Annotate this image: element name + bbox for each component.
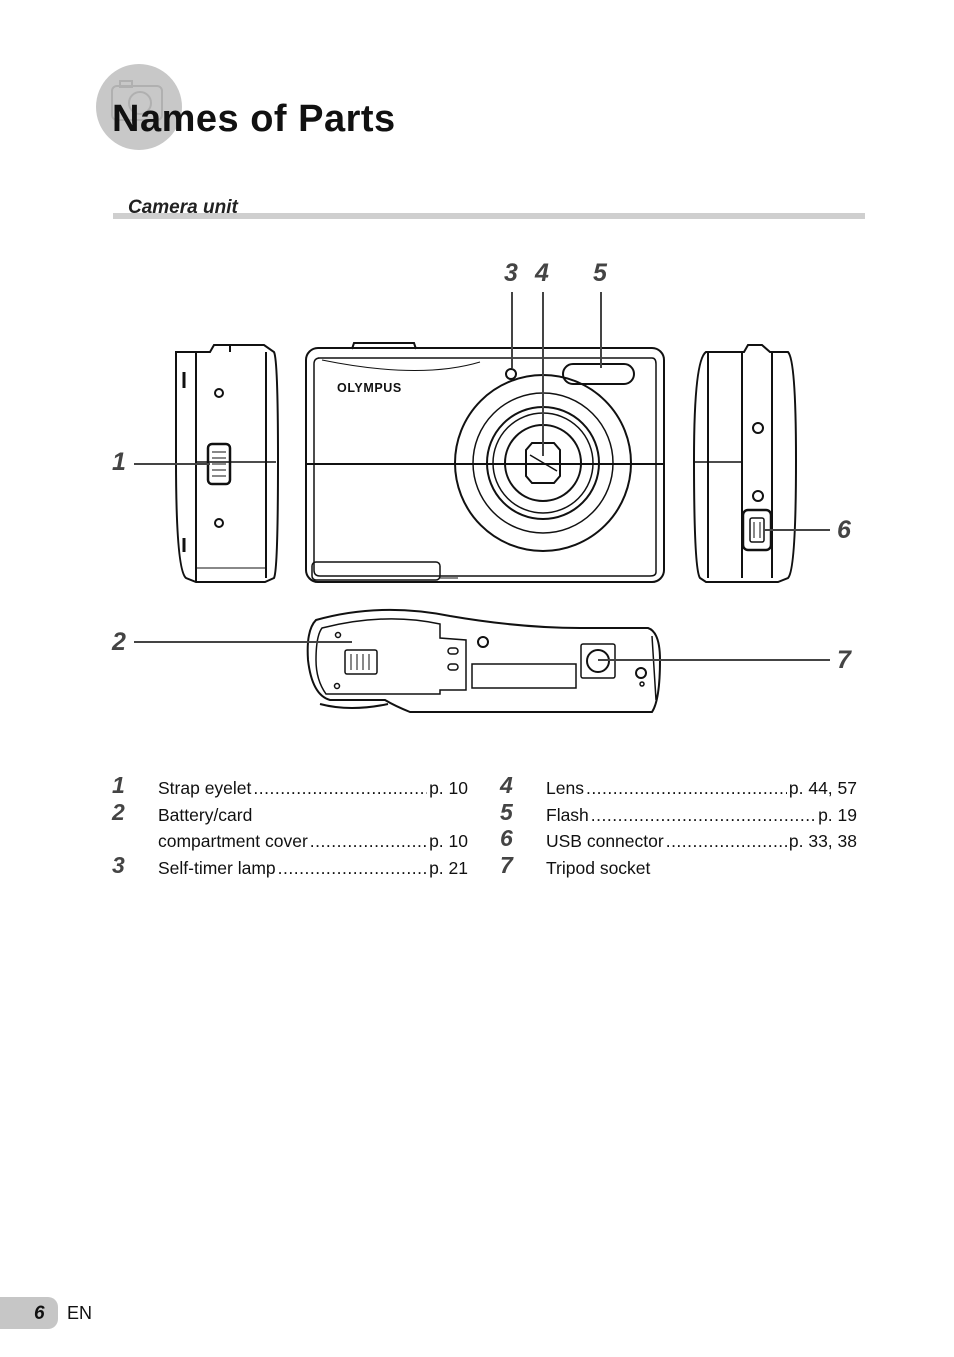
legend-page-ref: p. 10	[429, 831, 468, 851]
section-title: Camera unit	[128, 197, 238, 218]
camera-front-view	[305, 342, 665, 583]
page-title: Names of Parts	[112, 98, 396, 140]
legend-label: Self-timer lamp	[158, 857, 276, 878]
legend-number: 2	[112, 798, 125, 825]
callout-number: 6	[837, 516, 851, 544]
page-number: 6	[34, 1303, 45, 1324]
camera-left-side-view	[175, 344, 280, 583]
legend-item: 7 Tripod socket	[500, 851, 857, 882]
callout-number: 3	[504, 259, 518, 287]
legend-item: 2 Battery/card	[112, 798, 468, 829]
title-block: Names of Parts	[96, 64, 516, 154]
legend-number: 1	[112, 772, 125, 798]
camera-icon	[111, 80, 163, 121]
legend-label: Battery/card	[158, 804, 253, 825]
legend-label: Lens	[546, 778, 584, 798]
callout-number: 1	[112, 448, 126, 476]
legend-item: 1 Strap eyelet p. 10	[112, 772, 468, 802]
section-divider	[113, 213, 865, 219]
legend-page-ref: p. 44, 57	[788, 778, 857, 798]
page-number-tab	[0, 1297, 58, 1329]
legend-page-ref: p. 19	[818, 804, 857, 825]
legend-number: 5	[500, 798, 513, 825]
camera-right-side-view	[692, 344, 798, 583]
callout-number: 5	[593, 259, 607, 287]
legend-label: USB connector	[546, 831, 664, 851]
legend-item: 6 USB connector p. 33, 38	[500, 825, 857, 855]
callout-number: 7	[837, 646, 851, 674]
legend-label: compartment cover	[158, 831, 308, 851]
legend-item: compartment cover p. 10	[112, 828, 468, 855]
legend-number: 4	[500, 772, 513, 798]
brand-logo: OLYMPUS	[337, 381, 402, 395]
legend-item: 4 Lens p. 44, 57	[500, 772, 857, 802]
parts-legend-right: 4 Lens p. 44, 57 5 Flash p. 19 6 USB conne…	[500, 772, 857, 882]
camera-diagram: OLYMPUS	[134, 292, 830, 713]
legend-page-ref: p. 33, 38	[788, 831, 857, 851]
legend-page-ref: p. 21	[429, 857, 468, 878]
callout-lines	[134, 292, 830, 661]
language-code: EN	[67, 1303, 93, 1323]
legend-page-ref: p. 10	[429, 778, 468, 798]
legend-item: 3 Self-timer lamp p. 21	[112, 851, 468, 882]
legend-number: 3	[112, 851, 125, 878]
legend-item: 5 Flash p. 19	[500, 798, 857, 829]
title-badge	[96, 64, 182, 150]
legend-label: Flash	[546, 804, 589, 825]
legend-number: 6	[500, 825, 513, 851]
callout-number: 2	[112, 628, 126, 656]
legend-label: Tripod socket	[546, 857, 651, 878]
camera-bottom-view	[306, 608, 662, 713]
legend-label: Strap eyelet	[158, 778, 252, 798]
parts-legend-left: 1 Strap eyelet p. 10 2 Battery/card compa…	[112, 772, 468, 882]
legend-number: 7	[500, 851, 513, 878]
callout-number: 4	[535, 259, 549, 287]
